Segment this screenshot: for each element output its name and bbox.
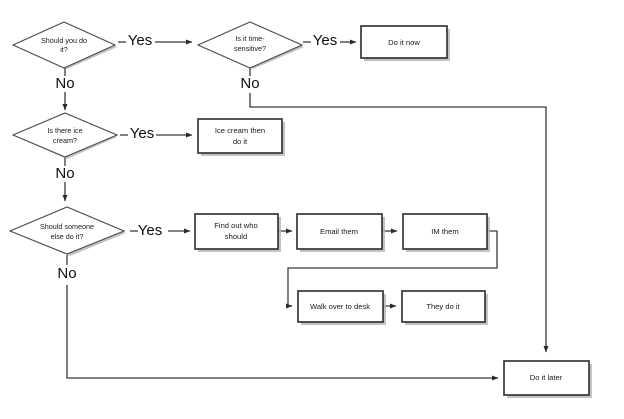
node-label-line2: it? (60, 45, 68, 54)
node-label-line2: should (225, 232, 247, 241)
edge-label-no-3: No (55, 165, 74, 182)
node-label-line1: Is it time- (235, 34, 265, 43)
node-label-line2: else do it? (51, 232, 84, 241)
node-label-line1: Email them (320, 227, 358, 236)
edge-label-yes-1: Yes (128, 32, 152, 49)
node-label-line1: Find out who (214, 221, 257, 230)
node-label-line2: do it (233, 137, 248, 146)
node-find-out-who-should[interactable]: Find out who should (194, 213, 281, 252)
node-label-line1: They do it (426, 302, 460, 311)
edge-label-yes-4: Yes (138, 222, 162, 239)
edge-label-no-2: No (240, 75, 259, 92)
node-ice-cream-then-do-it[interactable]: Ice cream then do it (197, 118, 285, 156)
node-label-line1: Do it now (388, 38, 420, 47)
node-do-it-later[interactable]: Do it later (503, 360, 592, 398)
node-label-line1: Walk over to desk (310, 302, 370, 311)
connector-im-to-walk-over (285, 230, 498, 309)
node-should-you-do-it[interactable]: Should you do it? (11, 21, 117, 69)
edge-label-no-4: No (57, 265, 76, 282)
node-label-line1: IM them (431, 227, 458, 236)
edge-label-yes-3: Yes (130, 125, 154, 142)
node-label-line1: Should you do (41, 36, 87, 45)
node-should-someone-else-do-it[interactable]: Should someone else do it? (8, 206, 126, 256)
node-label-line2: cream? (53, 136, 77, 145)
node-walk-over-to-desk[interactable]: Walk over to desk (297, 290, 386, 325)
node-label-line1: Do it later (530, 373, 563, 382)
node-is-there-ice-cream[interactable]: Is there ice cream? (11, 112, 119, 159)
node-label-line1: Is there ice (47, 126, 82, 135)
edge-label-no-1: No (55, 75, 74, 92)
edge-label-yes-2: Yes (313, 32, 337, 49)
connector-time-sensitive-no (249, 68, 549, 353)
node-label-line1: Should someone (40, 222, 94, 231)
node-label-line2: sensitive? (234, 44, 266, 53)
connector-someone-else-no (66, 255, 499, 381)
node-do-it-now[interactable]: Do it now (360, 25, 450, 61)
node-they-do-it[interactable]: They do it (401, 290, 488, 325)
node-im-them[interactable]: IM them (402, 213, 490, 252)
node-label-line1: Ice cream then (215, 126, 265, 135)
node-email-them[interactable]: Email them (296, 213, 385, 252)
node-is-it-time-sensitive[interactable]: Is it time- sensitive? (196, 21, 304, 69)
